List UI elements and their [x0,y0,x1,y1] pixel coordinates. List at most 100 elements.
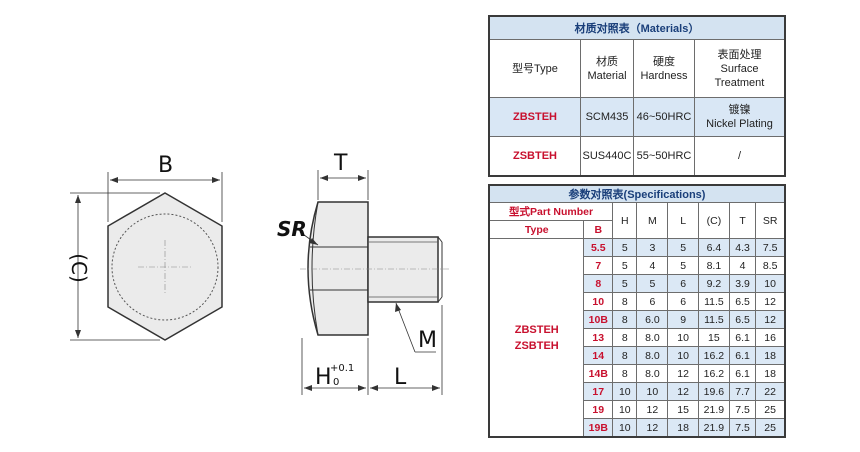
spec-value: 5 [667,238,700,257]
spec-value: 18 [667,418,700,438]
spec-value: 7.5 [728,400,757,419]
spec-value: 7.7 [728,382,757,401]
spec-value: 6 [667,274,700,293]
spec-value: 3.9 [728,274,757,293]
label-h-lower: 0 [333,377,339,388]
dimension-labels: B (C) T SR M H +0.1 0 L [67,151,437,390]
spec-value: 6.0 [636,310,669,329]
spec-value: 6.5 [728,292,757,311]
label-l: L [394,365,407,390]
spec-b-value: 19B [583,418,614,438]
technical-drawing: B (C) T SR M H +0.1 0 L [67,151,450,395]
spec-value: 6 [667,292,700,311]
spec-value: 6.1 [728,328,757,347]
mat-surface: / [694,136,786,177]
spec-value: 8 [612,310,638,329]
spec-value: 8 [612,364,638,383]
spec-value: 18 [755,364,786,383]
spec-value: 16.2 [698,364,730,383]
spec-col-t: T [728,202,757,239]
spec-value: 18 [755,346,786,365]
label-m: M [418,328,437,353]
spec-b-value: 10 [583,292,614,311]
spec-value: 12 [755,292,786,311]
spec-value: 5 [612,238,638,257]
spec-value: 10 [667,328,700,347]
spec-value: 6.5 [728,310,757,329]
spec-value: 12 [667,364,700,383]
label-b: B [158,153,173,178]
spec-b-value: 14B [583,364,614,383]
spec-col-h: H [612,202,638,239]
spec-value: 12 [636,400,669,419]
hex-inner-circle [111,213,219,321]
spec-value: 25 [755,418,786,438]
spec-value: 12 [636,418,669,438]
spec-value: 5 [636,274,669,293]
spec-value: 7.5 [755,238,786,257]
spec-col-type: Type [488,220,585,239]
mat-col-type: 型号Type [488,39,581,98]
spec-value: 12 [667,382,700,401]
spec-value: 8.0 [636,364,669,383]
label-h-upper: +0.1 [330,363,354,374]
label-h: H [315,365,332,390]
spec-value: 10 [636,382,669,401]
table-row: ZSBTEH SUS440C 55~50HRC / [488,136,786,177]
spec-value: 9 [667,310,700,329]
spec-value: 8 [612,328,638,347]
side-view [299,170,450,395]
head-outline [307,201,369,336]
spec-value: 7.5 [728,418,757,438]
spec-value: 5 [612,256,638,275]
label-c: (C) [67,253,91,283]
spec-b-value: 13 [583,328,614,347]
spec-value: 6.4 [698,238,730,257]
spec-value: 6.1 [728,364,757,383]
materials-title: 材质对照表（Materials） [488,15,786,40]
spec-value: 5 [667,256,700,275]
spec-value: 8.0 [636,346,669,365]
label-t: T [333,151,348,176]
specifications-table: 参数对照表(Specifications) 型式Part Number H M … [488,184,786,438]
spec-value: 21.9 [698,418,730,438]
mat-hardness: 55~50HRC [633,136,695,177]
label-sr: SR [277,217,307,241]
specs-title: 参数对照表(Specifications) [488,184,786,203]
spec-value: 21.9 [698,400,730,419]
spec-value: 4.3 [728,238,757,257]
spec-value: 6 [636,292,669,311]
spec-col-sr: SR [755,202,786,239]
spec-value: 22 [755,382,786,401]
spec-value: 5 [612,274,638,293]
spec-col-m: M [636,202,669,239]
part-number-header: 型式Part Number [488,202,614,221]
spec-value: 10 [755,274,786,293]
spec-b-value: 14 [583,346,614,365]
hex-front-view [70,172,223,341]
spec-value: 25 [755,400,786,419]
spec-value: 15 [667,400,700,419]
spec-value: 8 [612,292,638,311]
spec-value: 11.5 [698,310,730,329]
spec-value: 15 [698,328,730,347]
spec-value: 11.5 [698,292,730,311]
spec-b-value: 7 [583,256,614,275]
spec-b-value: 19 [583,400,614,419]
spec-value: 10 [612,382,638,401]
mat-material: SCM435 [580,97,634,137]
spec-value: 8.5 [755,256,786,275]
spec-value: 12 [755,310,786,329]
